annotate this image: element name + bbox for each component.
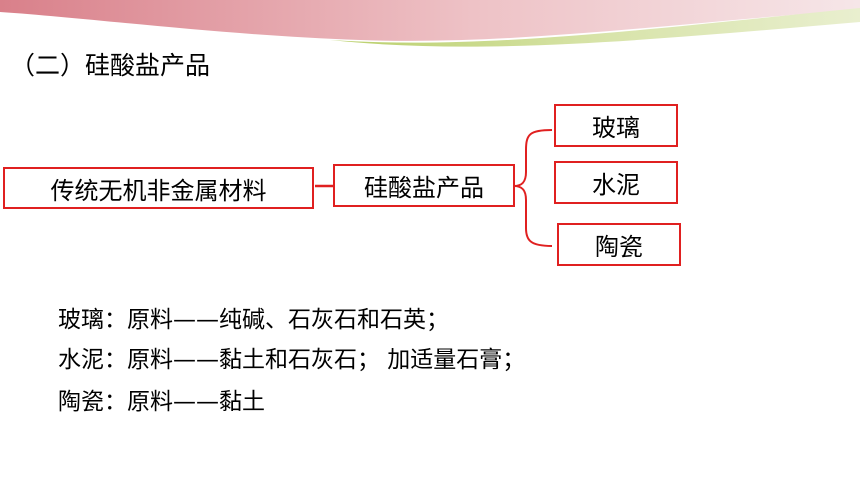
source-box: 传统无机非金属材料 [3, 167, 314, 209]
product-label-glass: 玻璃 [592, 114, 640, 142]
product-label-ceramics: 陶瓷 [595, 233, 643, 261]
product-box-cement: 水泥 [554, 161, 678, 204]
decorative-banner [0, 0, 860, 47]
product-box-ceramics: 陶瓷 [557, 223, 681, 266]
product-box-glass: 玻璃 [554, 104, 678, 147]
description-ceramics: 陶瓷：原料——黏土 [58, 389, 265, 415]
section-heading: （二）硅酸盐产品 [10, 51, 211, 80]
product-label-cement: 水泥 [592, 171, 640, 199]
source-label: 传统无机非金属材料 [50, 176, 267, 205]
middle-box: 硅酸盐产品 [333, 164, 515, 207]
middle-label: 硅酸盐产品 [364, 174, 484, 202]
description-cement: 水泥：原料——黏土和石灰石； 加适量石膏； [58, 347, 526, 373]
description-glass: 玻璃：原料——纯碱、石灰石和石英； [58, 307, 449, 333]
bracket [513, 129, 553, 247]
